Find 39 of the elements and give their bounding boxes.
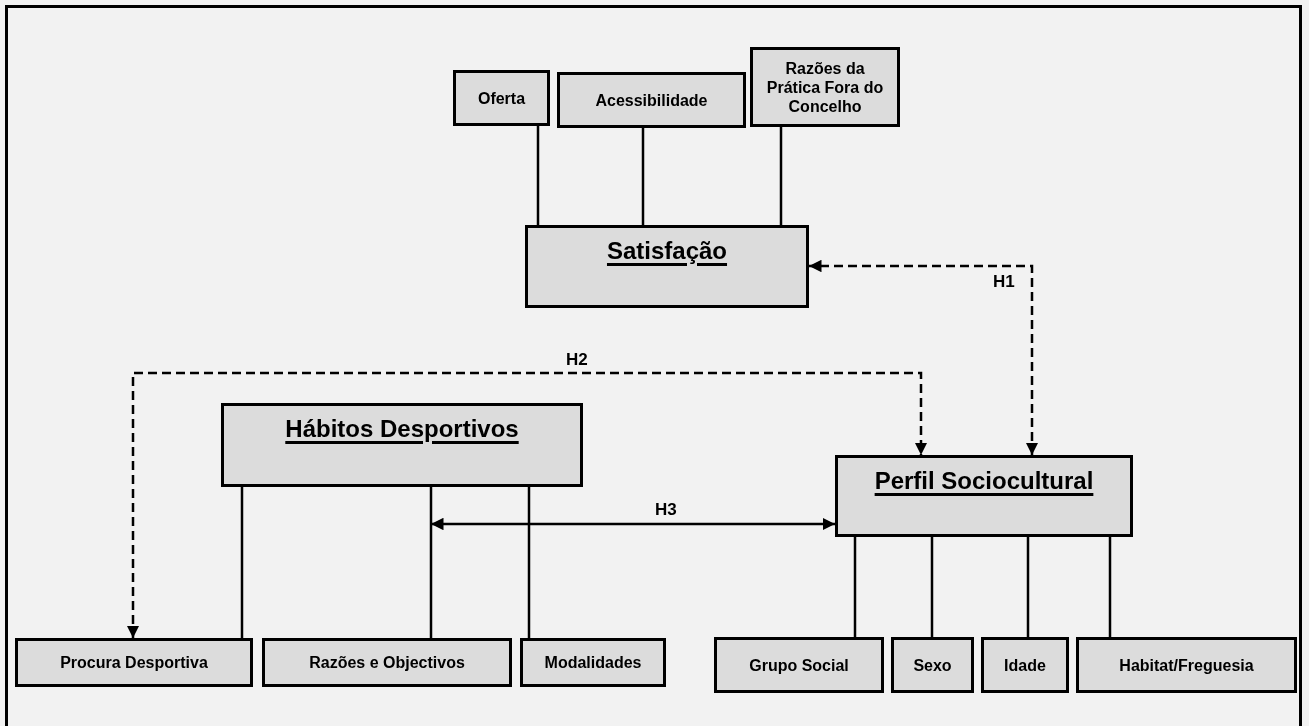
concept-title: Perfil Sociocultural [874, 466, 1094, 496]
connector-line [930, 537, 934, 637]
connector-line [779, 127, 783, 225]
variable-box [15, 638, 253, 687]
concept-box [221, 403, 583, 487]
box-label: Modalidades [544, 653, 642, 672]
variable-box [520, 638, 666, 687]
box-label: Grupo Social [749, 655, 849, 675]
arrow [809, 259, 1039, 455]
box-label: Idade [1004, 655, 1046, 675]
arrow [126, 371, 928, 638]
variable-box [750, 47, 900, 127]
variable-box [981, 637, 1069, 693]
arrow [431, 517, 835, 531]
box-label: Habitat/Freguesia [1119, 655, 1254, 675]
box-label: Procura Desportiva [60, 653, 208, 672]
connector-line [240, 487, 244, 638]
connector-line [853, 537, 857, 637]
variable-box [453, 70, 550, 126]
variable-box [262, 638, 512, 687]
variable-box [557, 72, 746, 128]
connector-line [527, 487, 531, 638]
concept-box [835, 455, 1133, 537]
connector-line [641, 128, 645, 225]
variable-box [891, 637, 974, 693]
connector-line [1026, 537, 1030, 637]
concept-title: Hábitos Desportivos [285, 414, 519, 444]
concept-box [525, 225, 809, 308]
variable-box [1076, 637, 1297, 693]
concept-title: Satisfação [606, 236, 728, 266]
connector-line [1108, 537, 1112, 637]
connector-line [429, 487, 433, 638]
box-label: Oferta [477, 88, 526, 108]
variable-box [714, 637, 884, 693]
connector-line [536, 126, 540, 225]
box-label: Sexo [913, 655, 952, 675]
box-label: Razões da Prática Fora do Concelho [765, 58, 885, 116]
box-label: Razões e Objectivos [309, 653, 465, 672]
box-label: Acessibilidade [595, 90, 708, 110]
